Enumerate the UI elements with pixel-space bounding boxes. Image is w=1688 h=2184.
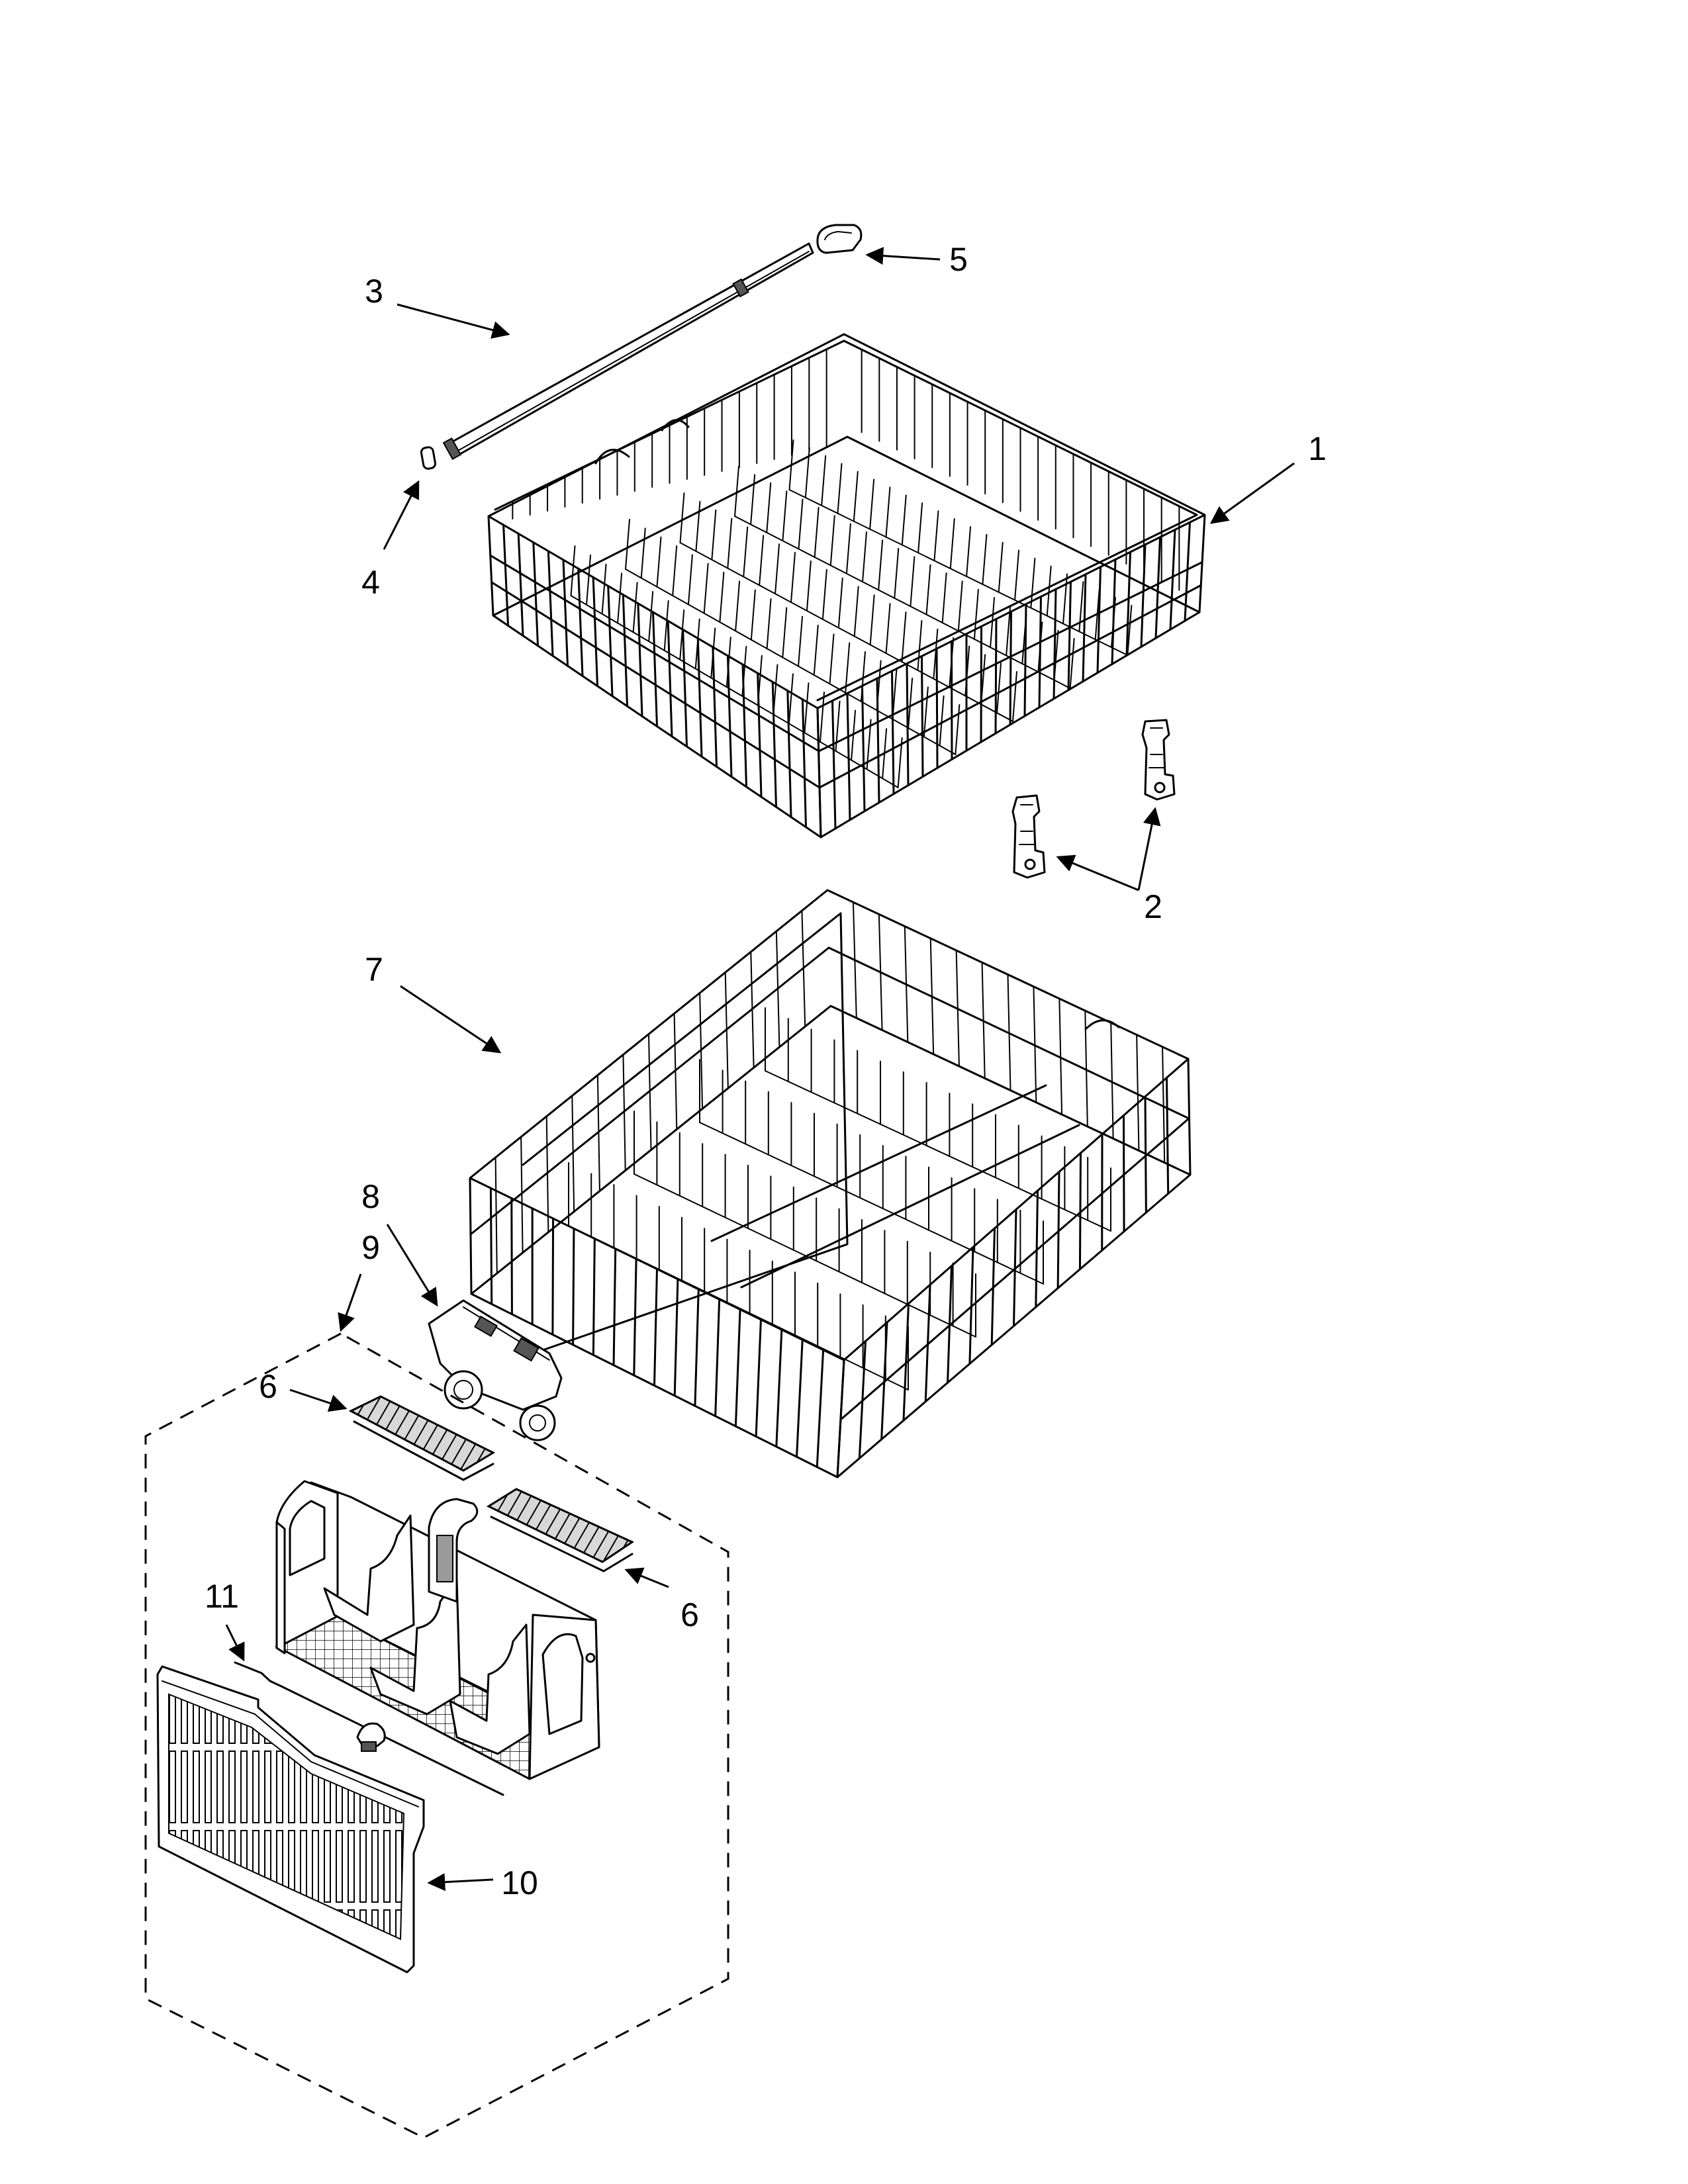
callout-6a: 6 bbox=[259, 1368, 277, 1405]
utensil-basket bbox=[274, 1480, 600, 1780]
callout-11: 11 bbox=[205, 1578, 239, 1615]
lower-dishrack bbox=[469, 889, 1192, 1479]
rack-adjuster-left bbox=[1011, 794, 1046, 879]
rack-adjuster-right bbox=[1141, 719, 1176, 801]
leader-2a bbox=[1056, 854, 1139, 891]
assembly-boundary bbox=[144, 1332, 729, 2139]
callout-5: 5 bbox=[949, 241, 968, 278]
callout-2: 2 bbox=[1144, 888, 1162, 925]
leader-2b bbox=[1137, 807, 1161, 891]
leader-9 bbox=[338, 1273, 362, 1332]
leader-7 bbox=[400, 985, 502, 1054]
leader-lines bbox=[225, 247, 1295, 1891]
basket-lid bbox=[156, 1665, 425, 1974]
leader-5 bbox=[865, 247, 941, 265]
rail-stop bbox=[420, 446, 437, 470]
callout-7: 7 bbox=[365, 951, 383, 988]
callout-6b: 6 bbox=[680, 1596, 699, 1633]
leader-4 bbox=[383, 480, 420, 550]
leader-3 bbox=[397, 303, 510, 339]
callout-9: 9 bbox=[361, 1229, 380, 1266]
leader-8 bbox=[386, 1224, 438, 1307]
leader-1 bbox=[1209, 462, 1295, 524]
callout-1: 1 bbox=[1308, 430, 1327, 467]
tine-insert-right bbox=[486, 1488, 635, 1572]
leader-10 bbox=[427, 1873, 494, 1891]
callout-4: 4 bbox=[361, 564, 380, 601]
leader-6a bbox=[289, 1388, 348, 1412]
leader-11 bbox=[225, 1624, 245, 1662]
basket-lid-hinge bbox=[234, 1661, 504, 1796]
tine-insert-top bbox=[348, 1395, 496, 1481]
rack-rail bbox=[442, 242, 814, 460]
rack-wheel-assembly bbox=[428, 1299, 563, 1441]
callout-8: 8 bbox=[361, 1178, 380, 1215]
callout-3: 3 bbox=[365, 273, 383, 310]
callout-10: 10 bbox=[501, 1864, 538, 1901]
rail-end-cap bbox=[816, 224, 863, 254]
leader-6b bbox=[624, 1567, 669, 1588]
upper-dishrack bbox=[487, 333, 1206, 839]
